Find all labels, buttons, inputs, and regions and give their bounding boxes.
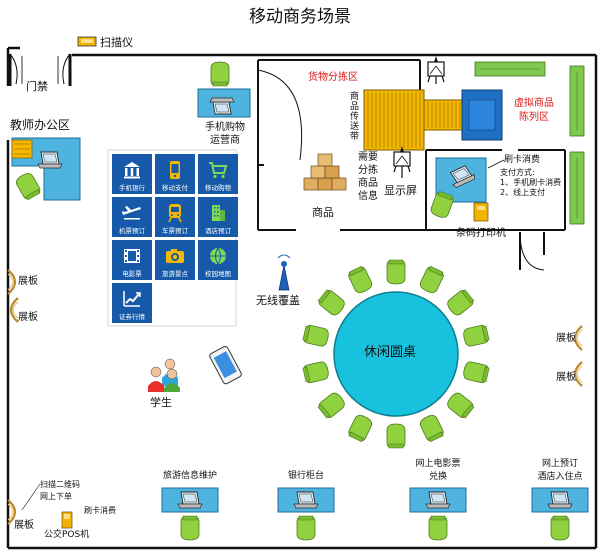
pos-machine <box>21 483 73 529</box>
round-table-chair <box>444 390 476 421</box>
mobile-operator-desk <box>197 61 251 118</box>
service-desk-label: 旅游信息维护 <box>162 471 217 481</box>
access-gate <box>8 53 72 86</box>
display-boards <box>6 268 584 526</box>
display-screen-label: 显示屏 <box>384 184 417 197</box>
need-sorting-label-1: 需要 <box>358 152 378 163</box>
scanner-label: 扫描仪 <box>100 36 133 49</box>
app-tile[interactable]: 手机银行 <box>112 154 152 194</box>
round-table-chair <box>346 412 375 444</box>
service-desk <box>409 487 467 541</box>
green-shelves <box>474 61 585 225</box>
outer-walls <box>6 46 598 550</box>
pos-machine-label: 公交POS机 <box>44 530 90 540</box>
student-group <box>148 358 180 392</box>
payment-method-1: 1、手机刷卡消费 <box>500 178 562 187</box>
app-tile[interactable]: 电影票 <box>112 240 152 280</box>
round-table-chair <box>346 264 375 296</box>
round-table-chair <box>417 412 446 444</box>
teacher-office-label: 教师办公区 <box>10 118 71 132</box>
goods-sorting-label: 货物分拣区 <box>308 72 358 83</box>
payment-method-2: 2、线上支付 <box>500 188 546 197</box>
access-gate-label: 门禁 <box>26 80 48 93</box>
phone-device <box>209 345 242 385</box>
app-tile-label: 移动购物 <box>205 184 231 192</box>
app-tile[interactable]: 校园地图 <box>198 240 238 280</box>
round-table-chair <box>301 360 331 385</box>
round-table <box>333 291 459 417</box>
mobile-operator-label-2: 运营商 <box>210 135 240 146</box>
service-desk <box>531 487 589 541</box>
round-table-chair <box>316 287 348 318</box>
app-tile-label: 电影票 <box>122 270 142 278</box>
service-desk-sublabel: 兑换 <box>428 472 447 482</box>
display-board-label-4: 展板 <box>556 372 576 383</box>
display-board-label-3: 展板 <box>556 333 576 344</box>
virtual-goods-label-2: 陈列区 <box>519 112 549 123</box>
card-consume-label: 刷卡消费 <box>504 155 541 165</box>
service-desk <box>277 487 335 541</box>
scanner-device <box>77 36 97 47</box>
app-tile-label: 手机银行 <box>119 184 145 192</box>
pos-card-label: 刷卡消费 <box>84 506 116 515</box>
app-tile[interactable]: 证券行情 <box>112 283 152 323</box>
easel-top <box>427 56 445 84</box>
round-table-chair <box>444 287 476 318</box>
need-sorting-label-2: 分拣 <box>358 165 378 176</box>
app-tile-label: 旅游景点 <box>162 270 188 278</box>
round-table-chair <box>301 323 331 348</box>
page-title: 移动商务场景 <box>249 7 351 27</box>
mobile-operator-label-1: 手机购物 <box>205 122 245 133</box>
payment-methods-title: 支付方式: <box>500 168 535 177</box>
app-tile-label: 车票预订 <box>162 227 188 235</box>
service-desk-label: 网上电影票 <box>415 459 461 469</box>
round-table-chair <box>417 264 446 296</box>
scan-qr-label-1: 扫描二维码 <box>40 480 80 489</box>
sorting-room-walls <box>257 59 566 231</box>
app-tile[interactable]: 旅游景点 <box>155 240 195 280</box>
display-board-label-2: 展板 <box>18 312 38 323</box>
display-board-label-5: 展板 <box>14 520 34 531</box>
round-table-chair <box>386 423 406 449</box>
round-table-chair <box>316 390 348 421</box>
need-sorting-label-3: 商品 <box>358 178 378 189</box>
app-tile[interactable]: 车票预订 <box>155 197 195 237</box>
service-desk <box>161 487 219 541</box>
service-desk-sublabel: 酒店入住点 <box>537 472 583 482</box>
student-label: 学生 <box>150 396 172 409</box>
display-board-label-1: 展板 <box>18 276 38 287</box>
barcode-printer-label: 条码打印机 <box>456 228 506 239</box>
service-desk-label: 银行柜台 <box>287 471 324 481</box>
wireless-antenna <box>277 254 291 291</box>
app-tile-label: 移动支付 <box>162 184 188 192</box>
need-sorting-label-4: 信息 <box>358 191 378 202</box>
door-swings <box>257 69 545 271</box>
card-consume-desk <box>429 157 505 222</box>
goods-boxes <box>303 153 347 191</box>
conveyor-label: 商品传送带 <box>350 92 360 142</box>
teacher-desk <box>11 137 81 202</box>
virtual-goods-display <box>461 89 503 141</box>
app-tile[interactable]: 移动支付 <box>155 154 195 194</box>
round-table-chair <box>461 323 491 348</box>
app-tile-label: 酒店预订 <box>205 227 231 235</box>
display-screen <box>393 146 411 178</box>
app-tile[interactable]: 移动购物 <box>198 154 238 194</box>
app-tile-label: 机票预订 <box>119 227 145 235</box>
app-tile[interactable]: 机票预订 <box>112 197 152 237</box>
service-desk-label: 网上预订 <box>541 459 578 469</box>
app-tile-label: 校园地图 <box>205 270 231 278</box>
app-tile-label: 证券行情 <box>119 313 145 321</box>
goods-label: 商品 <box>312 206 334 219</box>
round-table-label: 休闲圆桌 <box>364 345 417 360</box>
virtual-goods-label-1: 虚拟商品 <box>514 98 554 109</box>
round-table-chair <box>461 360 491 385</box>
scan-qr-label-2: 网上下单 <box>40 492 72 501</box>
round-table-chair <box>386 259 406 285</box>
wireless-label: 无线覆盖 <box>256 294 300 307</box>
app-tile[interactable]: 酒店预订 <box>198 197 238 237</box>
